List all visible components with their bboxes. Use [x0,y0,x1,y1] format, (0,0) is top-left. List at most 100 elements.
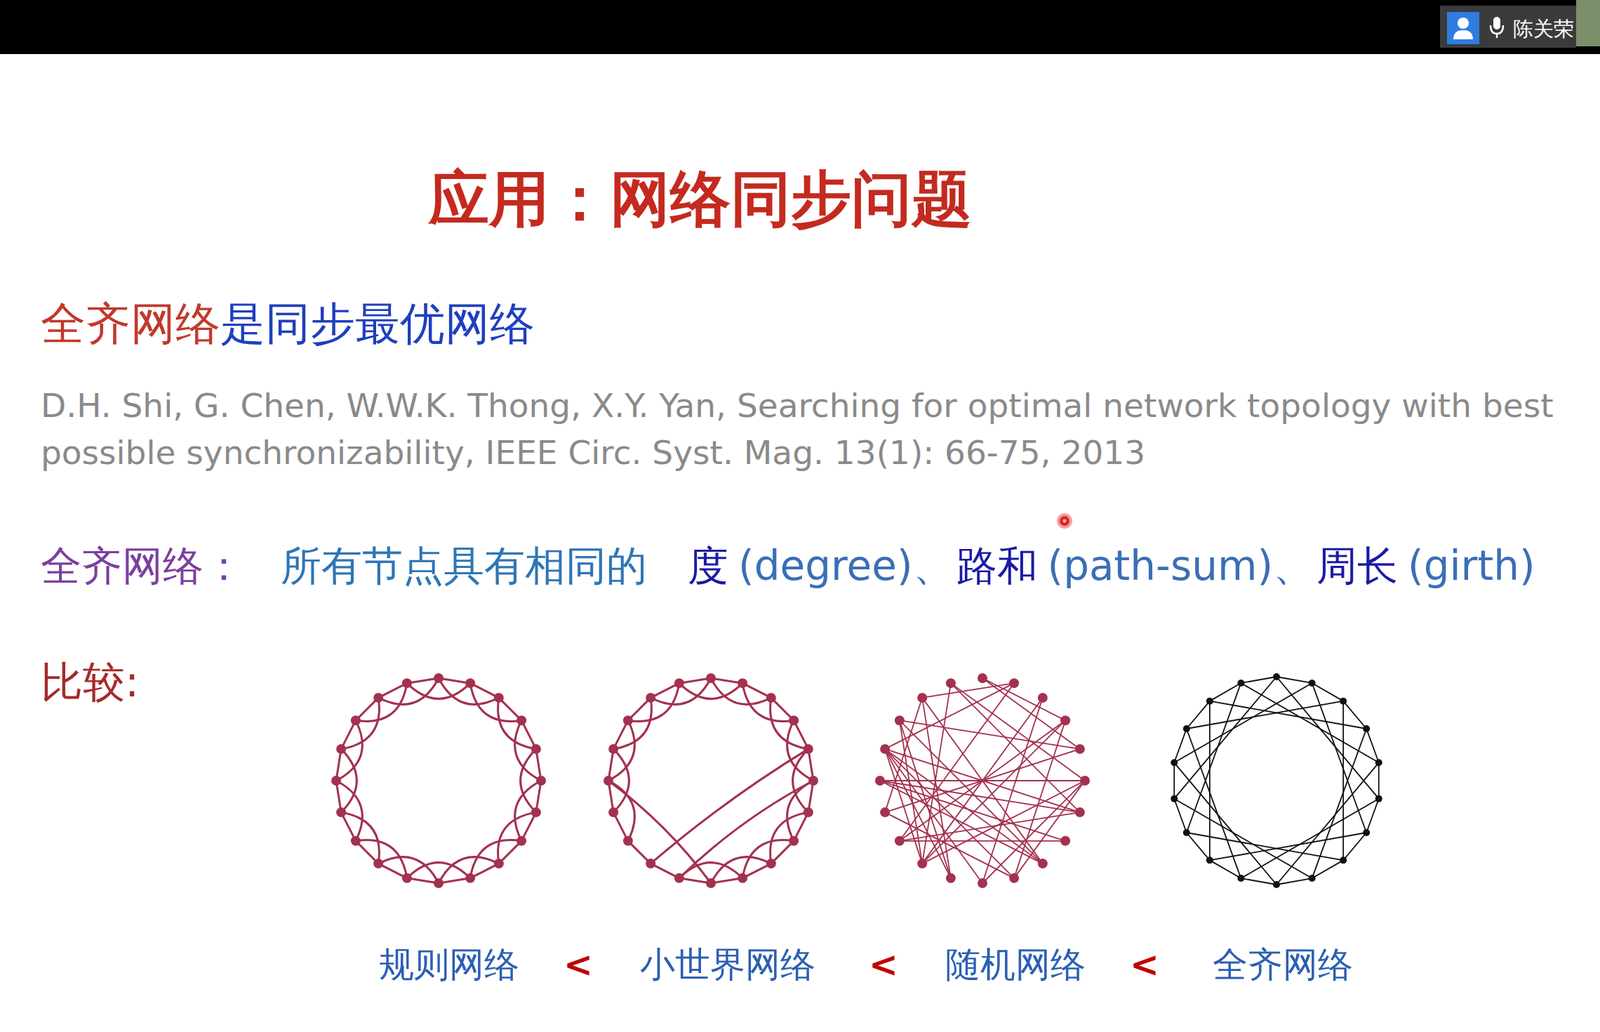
network-node [531,743,542,754]
network-node [608,743,619,754]
network-node [1206,856,1214,864]
network-node [336,743,346,754]
network-node [880,743,890,754]
network-node [1037,858,1048,869]
network-link [515,720,542,781]
network-link [1240,877,1277,885]
network-link [341,748,357,812]
network-link [884,748,1015,878]
network-link [922,697,951,878]
network-link [1186,832,1210,860]
network-link [884,682,1015,749]
network-link [770,697,809,749]
network-node [331,775,342,786]
network-node [737,872,748,883]
network-node [1060,835,1071,846]
network-node [1237,679,1245,687]
network-link [742,682,794,721]
network-caption: 随机网络 [945,943,1086,986]
network-link [1312,859,1344,878]
network-node [1375,758,1383,766]
network-node [402,677,412,688]
network-link [787,720,814,781]
network-node [373,858,384,869]
network-node [766,858,777,869]
network-node [536,775,546,786]
network-node [945,872,956,883]
network-link [880,780,1066,841]
small-world-network [603,672,819,888]
network-link [710,677,772,704]
network-node [705,672,716,683]
network-link [1312,682,1344,702]
claim-text: 是同步最优网络 [220,296,535,351]
network-caption: 小世界网络 [640,943,816,986]
network-link [438,677,499,704]
network-node [977,877,988,888]
network-node [623,715,633,725]
network-node [465,677,476,688]
laser-pointer [1056,512,1073,529]
network-node [875,775,885,786]
network-node [880,807,890,817]
network-link [1276,676,1313,683]
microphone-icon [1490,16,1504,38]
network-node [1362,828,1370,836]
network-caption: 规则网络 [378,943,520,986]
network-link [407,862,471,878]
network-link [1343,701,1367,729]
network-node [1375,795,1383,803]
network-node [350,835,361,846]
network-link [1173,762,1175,798]
network-node [645,858,656,869]
network-node [645,692,656,703]
network-node [1183,724,1191,732]
network-node [788,715,799,725]
slide-title: 应用：网络同步问题 [428,162,972,236]
less-than-sign: < [868,943,899,986]
random-network [875,672,1090,888]
network-link [884,697,923,812]
network-link [1240,676,1277,683]
network-node [894,835,905,846]
network-node [623,835,633,846]
network-link [608,780,711,883]
network-node [803,807,814,817]
reference-citation: D.H. Shi, G. Chen, W.W.K. Thong, X.Y. Ya… [40,382,1578,476]
network-caption: 全齐网络 [1212,943,1353,986]
network-link [742,840,794,878]
network-node [1362,724,1370,732]
network-link [650,677,711,704]
network-link [792,748,809,812]
network-link [1366,728,1379,763]
network-link [1174,728,1187,763]
network-link [884,748,1043,864]
network-node [1339,856,1347,864]
network-link [1276,877,1313,885]
regular-network [331,672,546,888]
network-node [402,872,412,883]
property-english: (girth) [1407,541,1536,591]
network-link [608,720,635,781]
video-thumbnail [1576,0,1600,47]
property-english: (path-sum)、 [1047,541,1315,591]
network-link [950,682,1085,781]
less-than-sign: < [563,943,593,986]
network-node [977,672,988,683]
network-link [1209,859,1242,878]
network-node [350,715,361,725]
user-icon [1453,17,1473,40]
network-node [336,807,346,817]
network-node [1339,697,1347,705]
network-link [880,780,1080,812]
network-node [1080,775,1090,786]
network-node [494,858,504,869]
network-node [433,672,444,683]
network-node [1037,692,1048,703]
network-node [1237,874,1245,882]
network-link [950,682,1080,812]
network-link [336,780,363,841]
property-name: 度 [687,541,729,591]
